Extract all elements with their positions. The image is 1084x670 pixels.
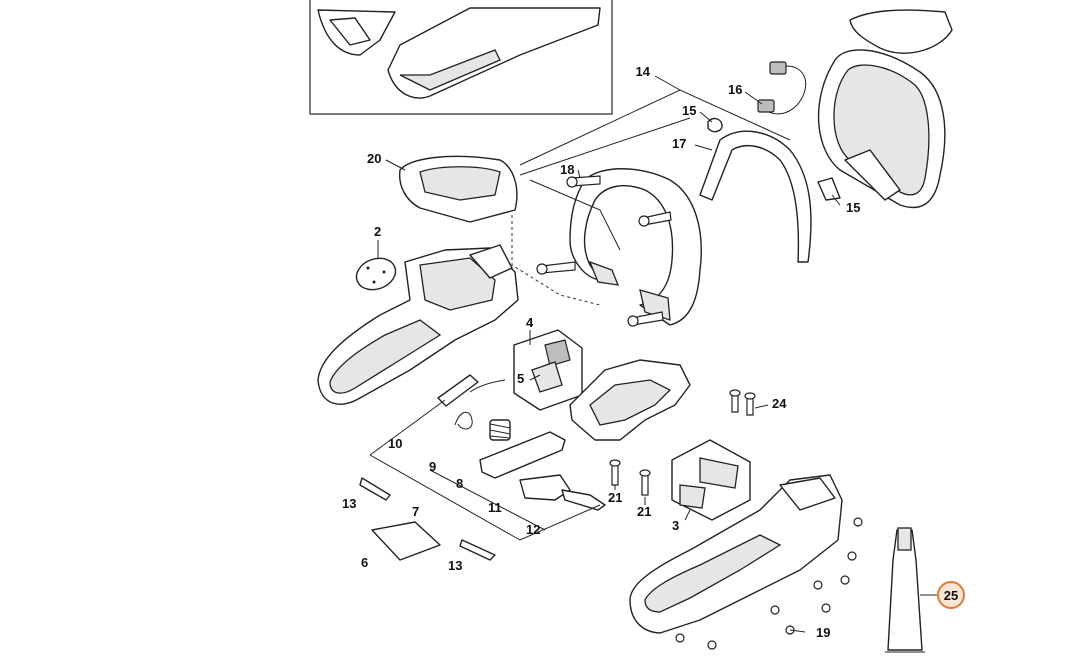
- clip-right: [817, 177, 841, 201]
- callout-7: 7: [412, 504, 419, 519]
- callout-17: 17: [672, 136, 686, 151]
- handle-screws: [536, 175, 672, 327]
- switch-panel: [513, 329, 583, 411]
- strip-13b: [459, 539, 496, 561]
- left-main-housing: [317, 244, 519, 405]
- wiring-harness: [757, 61, 807, 115]
- clip-6: [371, 521, 441, 561]
- pad-box: [671, 439, 751, 521]
- callout-25: 25: [944, 588, 958, 603]
- inset-detail-box: [309, 0, 613, 115]
- callout-21-right: 21: [637, 504, 651, 519]
- callout-18: 18: [560, 162, 574, 177]
- spring-wire: [469, 379, 506, 393]
- strip-13a: [359, 477, 391, 501]
- callout-15-right: 15: [846, 200, 860, 215]
- callout-20: 20: [367, 151, 381, 166]
- callout-12: 12: [526, 522, 540, 537]
- top-grip-part: [849, 9, 953, 54]
- lower-housing: [629, 474, 843, 634]
- central-carrier: [569, 359, 691, 441]
- lever-10: [437, 374, 479, 407]
- plate-2: [355, 257, 397, 291]
- screws-24: [729, 389, 756, 416]
- callout-2: 2: [374, 224, 381, 239]
- front-loop-handle: [569, 168, 702, 326]
- trigger-lever-8: [479, 431, 566, 479]
- screws-19: [675, 517, 863, 650]
- callout-labels: 14 15 16 17 18 20 2 4 5 15 24 10 9 8 7 1…: [342, 64, 958, 640]
- callout-3: 3: [672, 518, 679, 533]
- callout-25-highlight: [937, 581, 965, 609]
- handle-frame: [817, 49, 946, 209]
- callout-9: 9: [429, 459, 436, 474]
- callout-15-top: 15: [682, 103, 696, 118]
- callout-13-lower: 13: [448, 558, 462, 573]
- callout-13-upper: 13: [342, 496, 356, 511]
- screws-21: [609, 459, 651, 496]
- callout-14: 14: [636, 64, 651, 79]
- spring-9: [454, 411, 511, 441]
- callout-5: 5: [517, 371, 524, 386]
- lever-12: [561, 489, 606, 511]
- callout-8: 8: [456, 476, 463, 491]
- callout-4: 4: [526, 315, 534, 330]
- callout-11: 11: [488, 500, 502, 515]
- callout-16: 16: [728, 82, 742, 97]
- callout-19: 19: [816, 625, 830, 640]
- callout-6: 6: [361, 555, 368, 570]
- housing-cover: [398, 155, 518, 223]
- handle-bar: [699, 130, 812, 263]
- callout-10: 10: [388, 436, 402, 451]
- lever-11: [519, 474, 571, 501]
- callout-21-left: 21: [608, 490, 622, 505]
- grease-tube: [885, 527, 925, 653]
- callout-24: 24: [772, 396, 787, 411]
- callout-leaders: [377, 75, 938, 633]
